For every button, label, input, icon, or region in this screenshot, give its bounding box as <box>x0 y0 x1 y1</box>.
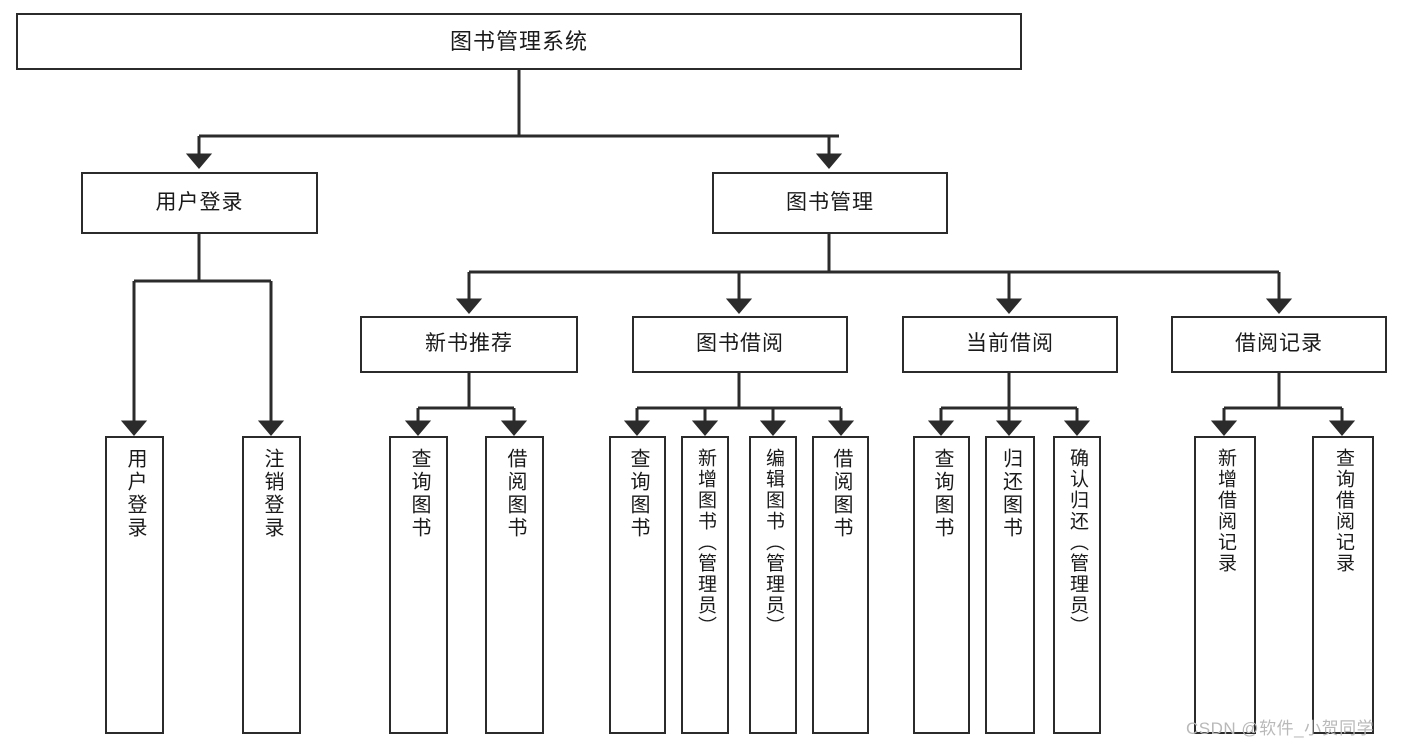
node-new-book-recommend[interactable]: 新书推荐 <box>360 316 578 373</box>
node-label: 图书管理 <box>786 190 874 214</box>
leaf-add-book-admin[interactable]: 新增图书（管理员） <box>681 436 729 734</box>
node-label: 查询图书 <box>408 448 430 540</box>
node-label: 借阅记录 <box>1235 332 1323 356</box>
node-book-management[interactable]: 图书管理 <box>712 172 948 234</box>
watermark: CSDN @软件_小贺同学 <box>1186 719 1375 738</box>
node-book-borrow[interactable]: 图书借阅 <box>632 316 848 373</box>
node-label: 确认归还（管理员） <box>1066 448 1088 637</box>
node-label: 查询借阅记录 <box>1332 448 1354 574</box>
leaf-edit-book-admin[interactable]: 编辑图书（管理员） <box>749 436 797 734</box>
leaf-query-book-new[interactable]: 查询图书 <box>389 436 448 734</box>
node-label: 借阅图书 <box>830 448 852 540</box>
leaf-user-logout[interactable]: 注销登录 <box>242 436 301 734</box>
leaf-query-book-borrow[interactable]: 查询图书 <box>609 436 666 734</box>
node-borrow-records[interactable]: 借阅记录 <box>1171 316 1387 373</box>
node-label: 新增借阅记录 <box>1214 448 1236 574</box>
node-label: 当前借阅 <box>966 332 1054 356</box>
node-label: 新书推荐 <box>425 332 513 356</box>
node-label: 用户登录 <box>124 448 146 540</box>
node-root-system[interactable]: 图书管理系统 <box>16 13 1022 70</box>
leaf-borrow-book-new[interactable]: 借阅图书 <box>485 436 544 734</box>
node-user-login[interactable]: 用户登录 <box>81 172 318 234</box>
leaf-add-borrow-record[interactable]: 新增借阅记录 <box>1194 436 1256 734</box>
node-label: 图书借阅 <box>696 332 784 356</box>
node-label: 注销登录 <box>261 448 283 540</box>
node-label: 编辑图书（管理员） <box>762 448 784 637</box>
leaf-return-book[interactable]: 归还图书 <box>985 436 1035 734</box>
node-label: 借阅图书 <box>504 448 526 540</box>
node-label: 用户登录 <box>155 190 244 214</box>
node-label: 归还图书 <box>999 448 1022 540</box>
node-label: 查询图书 <box>627 448 649 540</box>
node-label: 查询图书 <box>931 448 953 540</box>
leaf-borrow-book[interactable]: 借阅图书 <box>812 436 869 734</box>
node-label: 新增图书（管理员） <box>694 448 716 637</box>
node-current-borrow[interactable]: 当前借阅 <box>902 316 1118 373</box>
leaf-query-borrow-record[interactable]: 查询借阅记录 <box>1312 436 1374 734</box>
leaf-user-login[interactable]: 用户登录 <box>105 436 164 734</box>
node-label: 图书管理系统 <box>449 28 588 54</box>
leaf-confirm-return-admin[interactable]: 确认归还（管理员） <box>1053 436 1101 734</box>
leaf-query-book-current[interactable]: 查询图书 <box>913 436 970 734</box>
